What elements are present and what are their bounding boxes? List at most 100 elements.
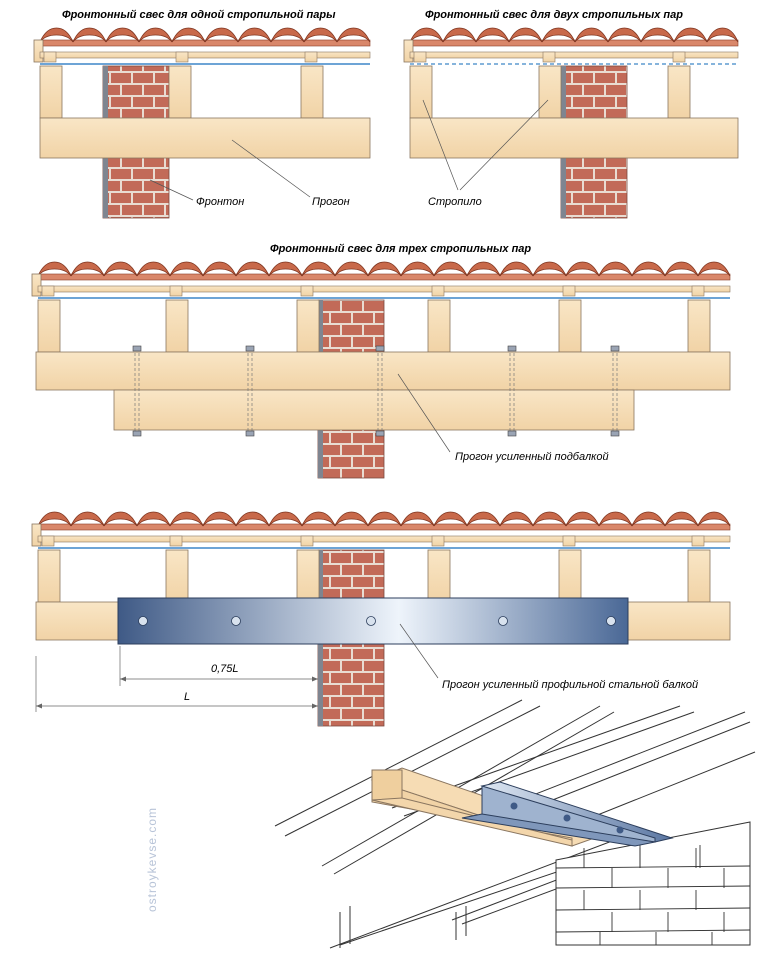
counter-batten [691,535,705,547]
leader-purlin [231,139,311,198]
tile-base [37,523,731,531]
dim-label-L: L [184,691,190,703]
roof-tile [336,27,371,43]
label-purlin-steel: Прогон усиленный профильной стальной бал… [442,679,698,691]
title-two-pairs: Фронтонный свес для двух стропильных пар [425,9,683,21]
batten-strip [39,51,371,59]
leader-rafter [459,99,549,191]
counter-batten [413,51,427,63]
leader-fronton [149,179,194,201]
counter-batten [300,285,314,297]
through-bolts [132,345,620,437]
rafter [687,549,711,603]
title-one-pair: Фронтонный свес для одной стропильной па… [62,9,336,21]
batten-strip [37,535,731,543]
rafter [168,65,192,119]
rafter [558,549,582,603]
roof-tile [697,511,731,527]
brick-joint [555,865,751,869]
nut-icon [610,430,620,437]
fascia-board [33,39,44,63]
counter-batten [43,51,57,63]
iso-purlin-side [371,797,573,847]
iso-steel-bolts [510,802,624,834]
dim-label-075L: 0,75L [211,663,239,675]
bolt-icon [563,814,571,822]
brick-joint [555,907,751,911]
roof-tile [706,27,739,43]
label-rafter: Стропило [428,196,482,208]
nut-icon [132,345,142,352]
label-purlin: Прогон [312,196,350,208]
fascia-board [31,273,42,297]
tile-base [39,39,371,47]
title-three-pairs: Фронтонный свес для трех стропильных пар [270,243,531,255]
nut-icon [507,345,517,352]
rafter [667,65,691,119]
fascia-board [403,39,414,63]
leader-subbeam [397,373,451,453]
counter-batten [542,51,556,63]
nut-icon [245,345,255,352]
rafters [37,549,711,603]
fascia-board [31,523,42,547]
counter-batten [41,285,55,297]
purlin [35,351,731,391]
counter-batten [169,285,183,297]
steel-beam-bolts [138,616,616,626]
counter-batten [304,51,318,63]
iso-purlin-end [371,769,403,801]
panel-three-pairs: Прогон усиленный подбалкой [31,261,731,479]
iso-brick-joints [555,845,751,945]
iso-steel-flange [461,813,656,847]
bolt-icon [366,616,376,626]
tile-base [37,273,731,281]
roof-tiles [37,261,731,281]
nut-icon [507,430,517,437]
rafter [687,299,711,353]
nut-icon [245,430,255,437]
batten-strip [409,51,739,59]
bolt-icon [231,616,241,626]
isometric-sketch [274,699,756,949]
batten-strip [37,285,731,293]
watermark: ostroykevse.com [145,807,159,912]
counter-batten [175,51,189,63]
rafter [165,299,189,353]
brick-joint [555,929,751,933]
rafter [558,299,582,353]
bolt-icon [616,826,624,834]
roof-tile [697,261,731,277]
nut-icon [375,345,385,352]
counter-batten [169,535,183,547]
sub-beam [113,389,635,431]
bolt-icon [510,802,518,810]
panel-one-pair: Фронтон Прогон [33,27,371,219]
nut-icon [375,430,385,437]
rafter [165,549,189,603]
rafter [409,65,433,119]
counter-batten [562,535,576,547]
rafter [427,549,451,603]
rafter [296,299,320,353]
bolt-icon [498,616,508,626]
counter-batten [431,285,445,297]
label-purlin-subbeam: Прогон усиленный подбалкой [455,451,609,463]
counter-batten [431,535,445,547]
rafter [300,65,324,119]
panel-steel-beam: Прогон усиленный профильной стальной бал… [31,511,731,727]
purlin [409,117,739,159]
counter-batten [691,285,705,297]
iso-brick-wall [555,821,751,946]
leader-steel [399,623,439,679]
rafter [538,65,562,119]
nut-icon [610,345,620,352]
brick-joint [555,885,751,889]
counter-batten [672,51,686,63]
roof-tiles [37,511,731,531]
counter-batten [562,285,576,297]
bolt-icon [606,616,616,626]
roof-tiles [409,27,739,47]
bolt-icon [138,616,148,626]
